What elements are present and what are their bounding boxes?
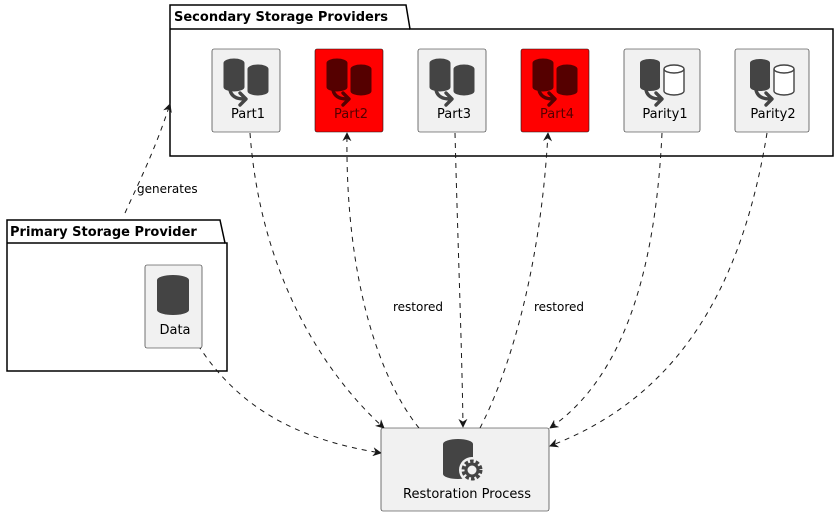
edge-generates — [124, 103, 172, 214]
node-label-part3: Part3 — [437, 107, 471, 122]
database-icon — [157, 275, 189, 315]
node-part1: Part1 — [211, 48, 281, 133]
node-label-part1: Part1 — [231, 107, 265, 122]
node-label-parity1: Parity1 — [642, 107, 687, 122]
node-restoration-process: Restoration Process — [380, 427, 550, 512]
edge-part3-restoration — [454, 132, 468, 428]
parity-database-icon — [750, 59, 795, 107]
node-label-parity2: Parity2 — [750, 107, 795, 122]
node-label-data: Data — [159, 323, 190, 338]
edge-parity2-restoration — [549, 132, 768, 448]
edge-part1-restoration — [249, 132, 385, 429]
secondary-package-title: Secondary Storage Providers — [174, 10, 388, 25]
node-label-part4: Part4 — [540, 107, 574, 122]
node-data: Data — [144, 264, 203, 349]
edges — [124, 103, 768, 457]
database-gear-icon — [443, 439, 485, 483]
node-label-part2: Part2 — [334, 107, 368, 122]
node-parity1: Parity1 — [623, 48, 701, 133]
edge-restoration-part4 — [479, 132, 553, 429]
edge-label-restored-part2: restored — [393, 300, 443, 314]
node-parity2: Parity2 — [734, 48, 810, 133]
edge-restoration-part2 — [342, 132, 420, 429]
node-part4: Part4 — [520, 48, 590, 133]
node-part3: Part3 — [417, 48, 487, 133]
edge-label-generates: generates — [137, 182, 198, 196]
primary-package-title: Primary Storage Provider — [10, 225, 197, 240]
node-label-restoration: Restoration Process — [403, 487, 531, 502]
parity-database-icon — [640, 59, 685, 107]
edge-parity1-restoration — [549, 132, 663, 429]
node-part2: Part2 — [314, 48, 384, 133]
edge-label-restored-part4: restored — [534, 300, 584, 314]
